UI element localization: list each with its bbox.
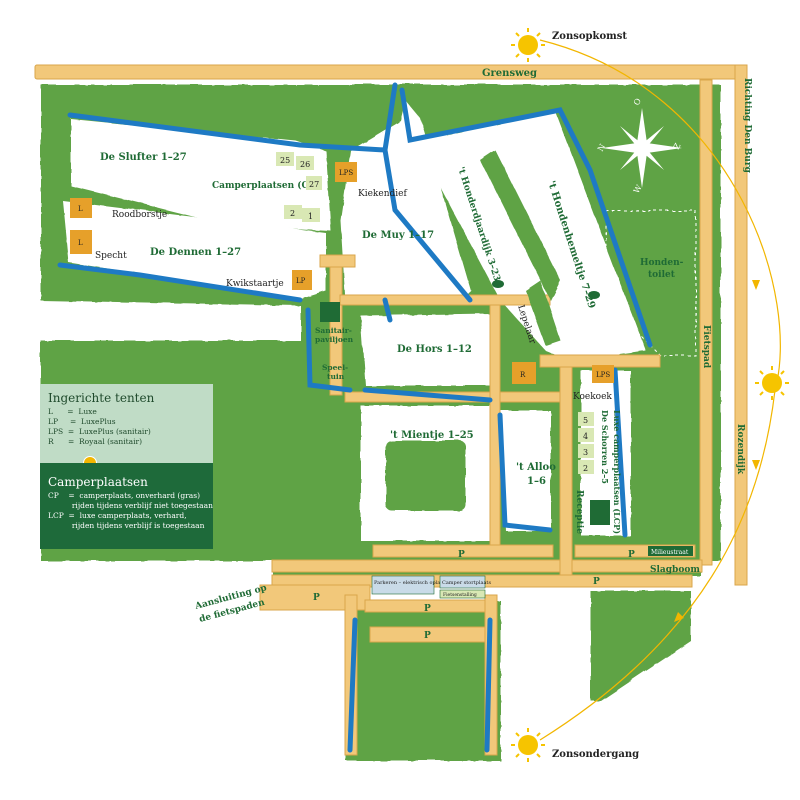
tent-lp-kwikstaartje xyxy=(292,270,312,290)
parking-1: P xyxy=(458,550,465,560)
lcp-5: 5 xyxy=(583,416,588,425)
lcp-3: 3 xyxy=(583,448,588,457)
compass-z: Z xyxy=(672,141,683,151)
parking-3: P xyxy=(593,577,600,587)
compass-n: N xyxy=(596,142,607,153)
parking-6: P xyxy=(424,631,431,641)
receptie-building-icon xyxy=(590,500,610,525)
specht-label: Specht xyxy=(95,251,127,261)
cp-2: 2 xyxy=(290,209,295,218)
legend-camper-row: LCP = luxe camperplaats, verhard, xyxy=(48,511,187,520)
legend-tents-row: R = Royaal (sanitair) xyxy=(48,437,142,446)
fietsenstalling-box xyxy=(439,589,486,599)
cp-pitches xyxy=(276,152,322,222)
sanitair-line2: paviljoen xyxy=(315,335,354,344)
hedges xyxy=(385,150,560,510)
legend-camper-row: rijden tijdens verblijf is toegestaan xyxy=(48,521,205,530)
svg-text:LPS: LPS xyxy=(596,371,610,379)
kwikstaartje-label: Kwikstaartje xyxy=(226,279,284,289)
sanitair-line1: Sanitair- xyxy=(315,326,352,335)
hondentoilet-line1: Honden- xyxy=(640,258,684,268)
luxe-line2: De Schorren 2–5 xyxy=(600,410,610,484)
water-channels xyxy=(57,82,653,753)
legend-camper: Camperplaatsen CP = camperplaats, onverh… xyxy=(40,463,213,549)
hondentoilet-line2: toilet xyxy=(648,270,676,280)
milieustraat-label: Milieustraat xyxy=(651,549,689,556)
sunrise-icon xyxy=(511,28,545,62)
compass-rose: N O Z W xyxy=(596,96,683,195)
svg-text:L: L xyxy=(78,239,83,247)
fietspad-label: Fietspad xyxy=(701,325,711,369)
de-hors-label: De Hors 1–12 xyxy=(397,344,472,355)
parkeren-label: Parkeren – elektrisch oplaadpunt xyxy=(374,580,458,586)
grass-south-east xyxy=(590,590,690,700)
rozendijk-label: Rozendijk xyxy=(735,424,745,475)
cp-25: 25 xyxy=(280,156,290,165)
legend-camper-row: rijden tijdens verblijf niet toegestaan xyxy=(48,501,213,510)
tent-r-lepelaar xyxy=(512,362,536,384)
tent-badges: LPS L L LP R LPS xyxy=(70,162,614,384)
legend-tents: Ingerichte tenten L = Luxe LP = LuxePlus… xyxy=(40,384,213,463)
cp-26: 26 xyxy=(300,160,310,169)
sanitair-paviljoen-icon xyxy=(320,302,340,322)
milieustraat-box xyxy=(648,546,693,556)
alloo-line2: 1–6 xyxy=(527,476,546,487)
lcp-pitches xyxy=(578,412,594,474)
sunset-label: Zonsondergang xyxy=(552,749,639,760)
lcp-2: 2 xyxy=(583,464,588,473)
legend-tents-row: L = Luxe xyxy=(48,407,97,416)
sunrise-label: Zonsopkomst xyxy=(552,31,627,42)
roodborstje-label: Roodborstje xyxy=(112,210,167,220)
koekoek-label: Koekoek xyxy=(573,392,612,402)
stortplaats-label: Camper stortplaats xyxy=(442,580,491,586)
svg-text:R: R xyxy=(520,371,526,379)
parking-2: P xyxy=(628,550,635,560)
camperplaatsen-label: Camperplaatsen (CP) xyxy=(212,180,320,191)
roads xyxy=(34,64,748,756)
parking-4: P xyxy=(313,593,320,603)
svg-text:L: L xyxy=(78,205,83,213)
receptie-label: Receptie xyxy=(574,490,584,534)
dog-icon xyxy=(492,280,600,299)
tent-l-specht xyxy=(70,230,92,254)
grensweg-label: Grensweg xyxy=(482,68,537,79)
slagboom-label: Slagboom xyxy=(650,565,700,575)
speeltuin-line1: Speel- xyxy=(322,363,348,372)
tent-lps-koekoek xyxy=(592,365,614,383)
compass-o: O xyxy=(632,96,643,107)
tent-lps-kiekendief xyxy=(335,162,357,182)
alloo-line1: 't Alloo xyxy=(516,462,556,473)
parkeren-box xyxy=(371,575,435,595)
de-slufter-label: De Slufter 1–27 xyxy=(100,152,187,163)
de-dennen-label: De Dennen 1–27 xyxy=(150,247,241,258)
stortplaats-box xyxy=(439,575,486,589)
mientje-label: 't Mientje 1–25 xyxy=(390,430,474,441)
cp-27: 27 xyxy=(309,180,319,189)
den-burg-label: Richting Den Burg xyxy=(742,78,752,174)
speeltuin-line2: tuin xyxy=(327,372,345,381)
svg-text:LPS: LPS xyxy=(339,169,353,177)
de-muy-label: De Muy 1–17 xyxy=(362,230,434,241)
legend-tents-row: LP = LuxePlus xyxy=(48,417,116,426)
fietsenstalling-label: Fietsenstalling xyxy=(443,592,477,598)
legend-camper-row: CP = camperplaats, onverhard (gras) xyxy=(48,491,200,500)
sun-path-arrows xyxy=(674,280,760,622)
sun-midday-icon xyxy=(755,366,789,400)
legend-camper-title: Camperplaatsen xyxy=(48,475,148,489)
legend-tents-row: LPS = LuxePlus (sanitair) xyxy=(48,427,151,436)
fields xyxy=(40,100,696,540)
lcp-4: 4 xyxy=(583,432,588,441)
legend-tents-title: Ingerichte tenten xyxy=(48,391,155,405)
grass-south xyxy=(345,600,500,760)
sunset-icon xyxy=(511,728,545,762)
tent-l-roodborstje xyxy=(70,198,92,218)
parking-5: P xyxy=(424,604,431,614)
cp-1: 1 xyxy=(308,212,313,221)
svg-text:LP: LP xyxy=(296,277,306,285)
luxe-line1: Luxe camperplaatsen (LCP) xyxy=(612,410,622,534)
kiekendief-label: Kiekendief xyxy=(358,189,407,199)
